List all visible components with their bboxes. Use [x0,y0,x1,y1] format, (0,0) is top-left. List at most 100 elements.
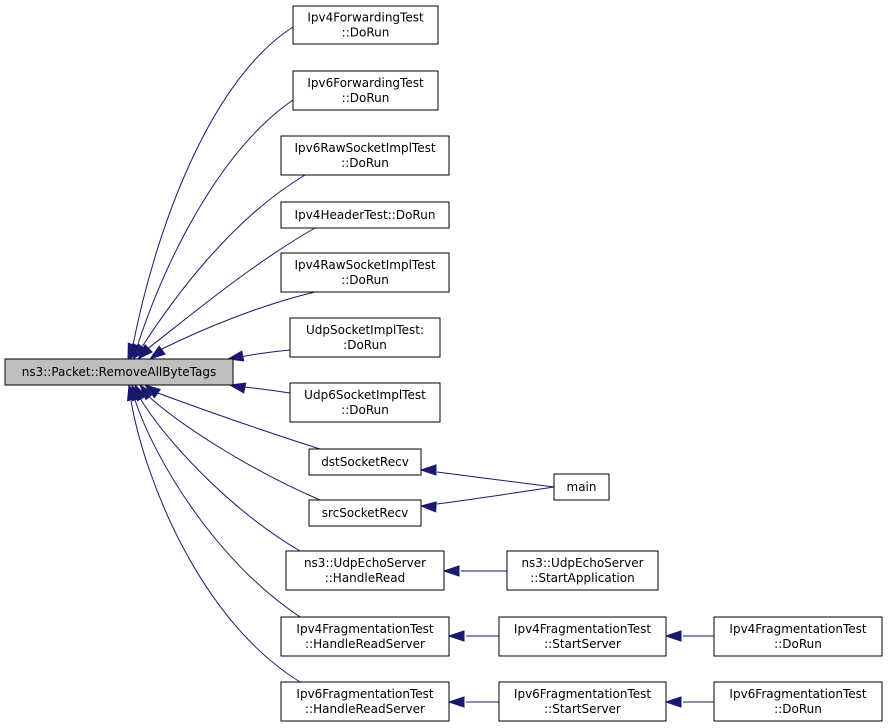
node-label: Ipv6FragmentationTest [729,687,866,701]
function-node-n8[interactable]: dstSocketRecv [308,448,422,476]
node-label: Ipv4RawSocketImplTest [294,258,435,272]
node-box [498,616,667,657]
function-node-n12[interactable]: Ipv6FragmentationTest::HandleReadServer [280,681,450,722]
edge-n13-to-n9 [419,486,555,513]
node-label: Ipv4HeaderTest::DoRun [295,208,436,222]
node-label: srcSocketRecv [322,506,409,520]
edge-line [139,174,306,351]
node-box [280,201,450,229]
edge-n13-to-n8 [419,464,555,488]
edge-n11-to-root [131,383,301,618]
edge-arrowhead [419,501,437,513]
edge-n1-to-root [127,26,294,361]
edge-line [159,291,316,351]
function-node-n3[interactable]: Ipv6RawSocketImplTest::DoRun [280,135,450,176]
function-node-n15[interactable]: Ipv4FragmentationTest::StartServer [498,616,667,657]
node-box [280,252,450,293]
function-node-n1[interactable]: Ipv4ForwardingTest::DoRun [292,5,439,45]
edge-line [145,227,316,351]
node-box [308,448,422,476]
function-node-n2[interactable]: Ipv6ForwardingTest::DoRun [292,70,439,111]
node-box [285,550,445,591]
node-label: Ipv4FragmentationTest [729,622,866,636]
function-node-n14[interactable]: ns3::UdpEchoServer::StartApplication [506,550,659,591]
node-label: Ipv4ForwardingTest [307,11,424,25]
nodes-layer: ns3::Packet::RemoveAllByteTags Ipv4Forwar… [4,5,883,722]
node-box [553,473,610,501]
node-label: dstSocketRecv [321,455,409,469]
function-node-n11[interactable]: Ipv4FragmentationTest::HandleReadServer [280,616,450,657]
node-label: ::StartServer [544,702,621,716]
node-label: ::DoRun [342,26,390,40]
edge-n3-to-root [132,174,306,361]
edge-n18-to-n16 [664,696,714,708]
function-node-n9[interactable]: srcSocketRecv [308,499,422,527]
edge-n6-to-root [226,349,291,362]
edge-n12-to-root [127,383,301,683]
node-label: main [567,480,597,494]
node-box [292,5,439,45]
node-label: ::DoRun [342,91,390,105]
function-node-n10[interactable]: ns3::UdpEchoServer::HandleRead [285,550,445,591]
node-box [713,616,883,657]
edge-arrowhead [447,696,465,708]
node-label: ::DoRun [774,702,822,716]
node-label: ::StartServer [544,637,621,651]
function-node-n13[interactable]: main [553,473,610,501]
function-node-n4[interactable]: Ipv4HeaderTest::DoRun [280,201,450,229]
edge-arrowhead [419,464,437,476]
edge-line [239,349,291,358]
edge-line [139,397,301,552]
node-box [289,317,441,358]
edge-line [242,386,291,394]
function-node-n17[interactable]: Ipv4FragmentationTest::DoRun [713,616,883,657]
node-box [292,70,439,111]
edge-line [135,99,294,351]
edge-n14-to-n10 [442,565,507,577]
node-label: ns3::UdpEchoServer [304,556,426,570]
node-label: ::DoRun [774,637,822,651]
edge-line [436,471,555,488]
edge-n15-to-n11 [447,630,499,642]
node-label: Ipv6RawSocketImplTest [294,141,435,155]
edge-line [436,486,555,505]
edge-n7-to-root [228,382,291,394]
edge-arrowhead [442,565,460,577]
node-label: ::StartApplication [530,571,634,585]
edge-arrowhead [664,630,682,642]
node-label: ::HandleReadServer [305,702,425,716]
edge-n4-to-root [136,227,316,361]
node-label: ns3::UdpEchoServer [521,556,643,570]
function-node-n6[interactable]: UdpSocketImplTest::DoRun [289,317,441,358]
function-node-n16[interactable]: Ipv6FragmentationTest::StartServer [498,681,667,722]
node-label: ::HandleRead [325,571,406,585]
function-node-n7[interactable]: Udp6SocketImplTest::DoRun [289,382,441,423]
edge-arrowhead [664,696,682,708]
node-label: Ipv4FragmentationTest [514,622,651,636]
node-box [506,550,659,591]
node-box [280,616,450,657]
node-label: Ipv4FragmentationTest [296,622,433,636]
edge-line [134,399,301,618]
function-node-n5[interactable]: Ipv4RawSocketImplTest::DoRun [280,252,450,293]
edges-layer [127,26,714,708]
node-label: :DoRun [343,338,387,352]
node-box [713,681,883,722]
edge-arrowhead [136,344,153,361]
node-box [289,382,441,423]
function-node-n18[interactable]: Ipv6FragmentationTest::DoRun [713,681,883,722]
edge-n5-to-root [148,291,316,360]
node-box [280,681,450,722]
root-function-node[interactable]: ns3::Packet::RemoveAllByteTags [4,358,234,386]
edge-arrowhead [228,382,247,394]
node-label: Ipv6ForwardingTest [307,76,424,90]
edge-arrowhead [447,630,465,642]
node-label: Ipv6FragmentationTest [514,687,651,701]
node-label: ::DoRun [341,403,389,417]
edge-arrowhead [148,345,166,360]
node-label: ::DoRun [341,156,389,170]
edge-n2-to-root [129,99,294,361]
node-label: ::HandleReadServer [305,637,425,651]
node-label: ::DoRun [341,273,389,287]
